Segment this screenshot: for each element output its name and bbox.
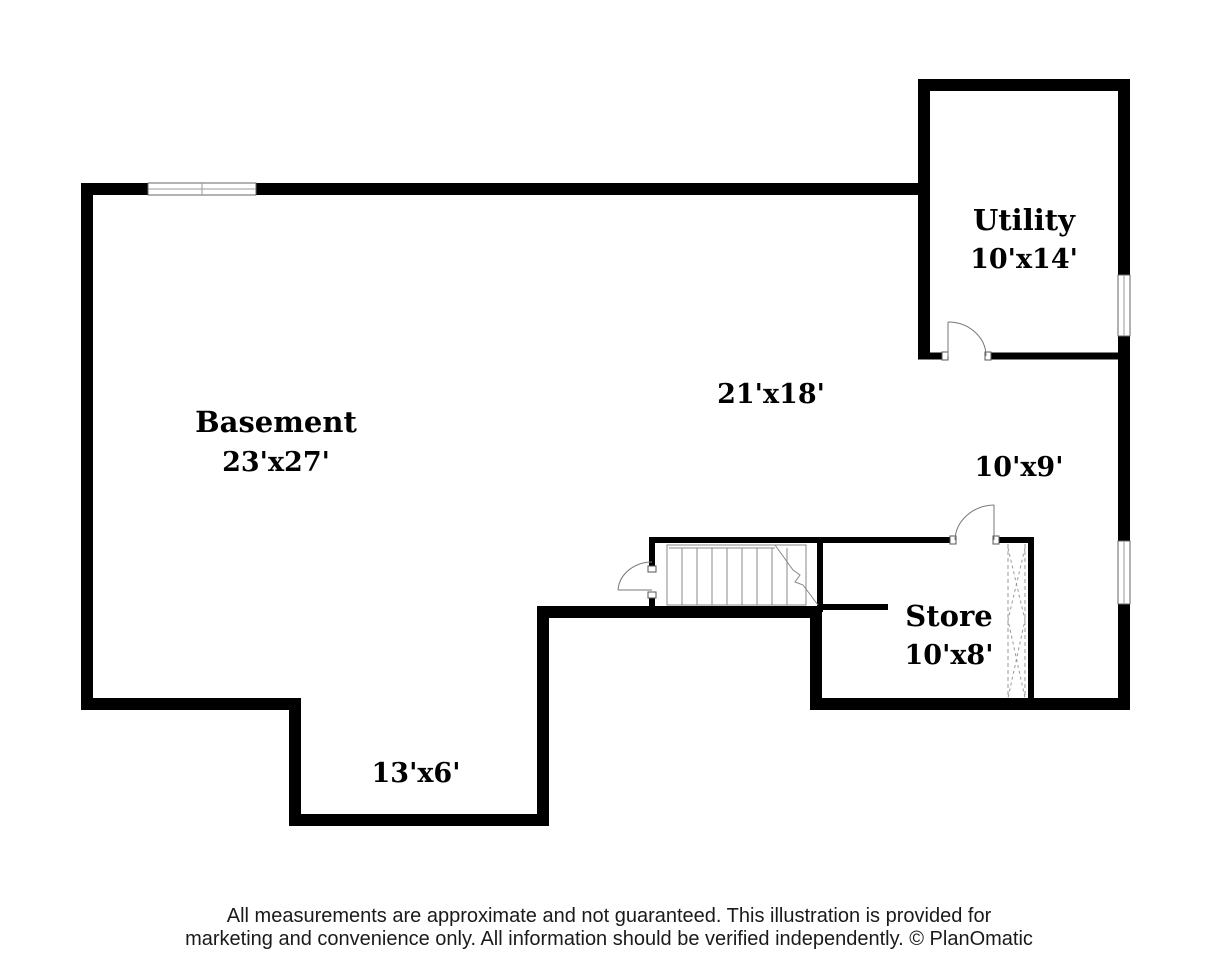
window-right-icon bbox=[1117, 540, 1131, 605]
utility-door-icon bbox=[941, 321, 992, 361]
exterior-wall bbox=[81, 79, 1130, 826]
basement-room-name: Basement bbox=[195, 405, 357, 439]
disclaimer-text: All measurements are approximate and not… bbox=[0, 905, 1218, 951]
alcove-dimensions: 13'x6' bbox=[372, 758, 461, 789]
store-room-name: Store bbox=[905, 599, 992, 633]
basement-room-dimensions: 23'x27' bbox=[222, 447, 330, 478]
disclaimer-line-1: All measurements are approximate and not… bbox=[226, 905, 992, 927]
disclaimer-line-2: marketing and convenience only. All info… bbox=[185, 928, 1033, 950]
store-door-icon bbox=[949, 504, 1000, 545]
utility-room-dimensions: 10'x14' bbox=[970, 244, 1078, 275]
stair-door-icon bbox=[617, 561, 657, 599]
closet-door-icon bbox=[1007, 544, 1026, 699]
utility-room-name: Utility bbox=[973, 203, 1076, 237]
window-top-icon bbox=[147, 182, 257, 196]
central-area-dimensions: 21'x18' bbox=[717, 379, 825, 410]
hall-area-dimensions: 10'x9' bbox=[975, 452, 1064, 483]
store-room-dimensions: 10'x8' bbox=[905, 640, 994, 671]
window-utility-icon bbox=[1117, 274, 1131, 337]
staircase-icon bbox=[666, 544, 819, 606]
